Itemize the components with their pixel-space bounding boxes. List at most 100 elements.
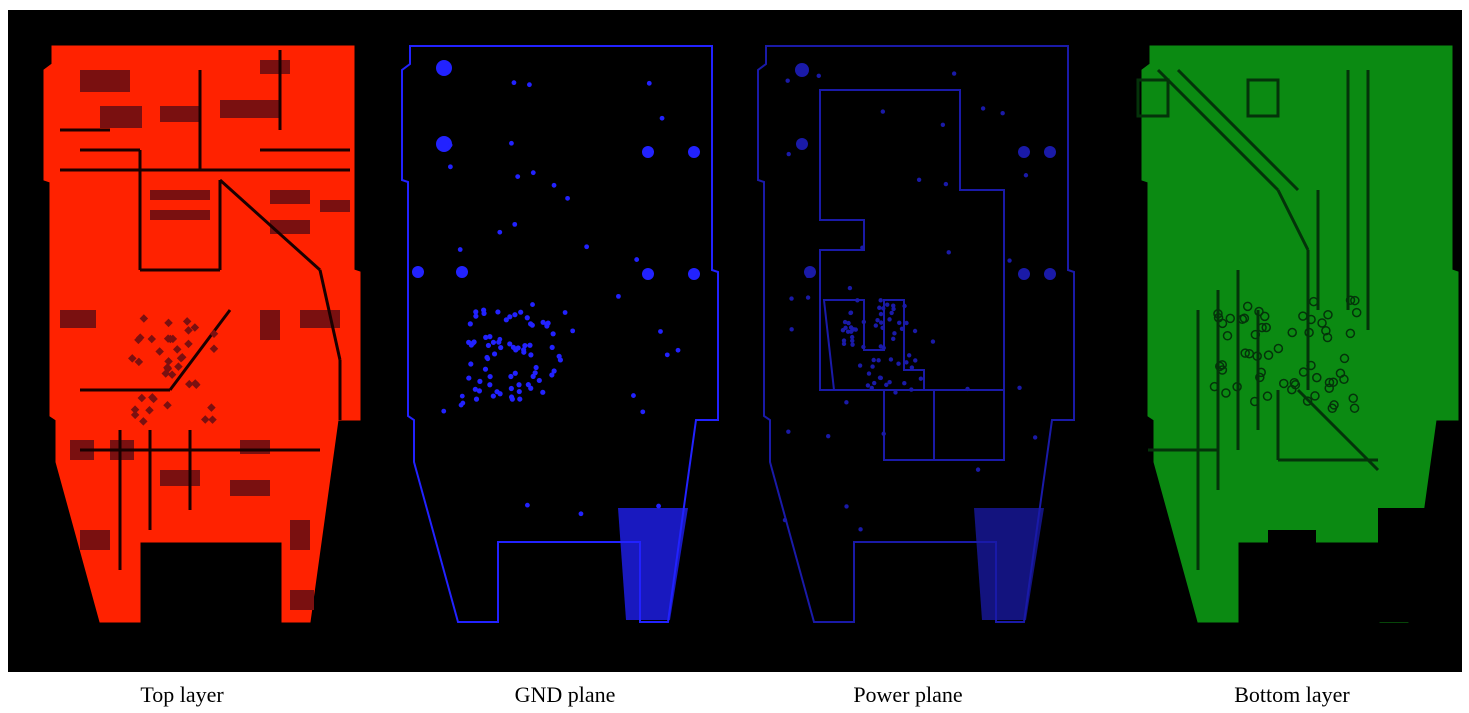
via	[975, 467, 981, 472]
via	[1273, 343, 1284, 354]
top-layer-caption: Top layer	[140, 682, 224, 707]
via	[855, 298, 860, 303]
via	[1306, 360, 1316, 371]
via	[1321, 325, 1331, 336]
via-stitching-field	[618, 508, 688, 620]
via	[951, 71, 957, 76]
large-via	[436, 136, 452, 152]
via	[565, 195, 570, 201]
large-via	[436, 60, 452, 76]
component-pad	[150, 190, 210, 200]
bga-pad	[184, 339, 193, 349]
bga-pad	[128, 354, 137, 363]
via	[1242, 301, 1253, 312]
via	[466, 375, 472, 381]
via	[1324, 377, 1335, 388]
via	[865, 383, 871, 388]
via	[468, 361, 474, 367]
via	[871, 357, 876, 363]
via	[1250, 329, 1261, 340]
via	[656, 503, 661, 509]
via	[512, 312, 518, 318]
via	[527, 82, 532, 88]
component-pad	[220, 100, 280, 118]
bga-pad	[130, 405, 140, 414]
via	[1308, 296, 1319, 307]
via	[551, 182, 557, 188]
via	[884, 382, 889, 388]
component-pad	[80, 530, 110, 550]
via	[826, 433, 831, 439]
via	[447, 164, 453, 170]
via	[477, 378, 483, 384]
bga-pad	[209, 344, 219, 353]
bga-pad	[209, 329, 219, 339]
via	[848, 310, 853, 316]
via	[1304, 327, 1314, 338]
bga-pad	[172, 345, 182, 354]
via	[845, 329, 851, 334]
bga-pad	[161, 369, 170, 378]
via	[1263, 350, 1274, 360]
via	[483, 334, 489, 340]
via	[1339, 374, 1349, 385]
trace-gap	[168, 309, 232, 391]
via	[1345, 295, 1356, 305]
via	[1262, 391, 1273, 401]
bga-pad	[139, 314, 149, 323]
via	[1345, 328, 1356, 339]
plane-island	[822, 299, 925, 391]
component-pad	[100, 106, 142, 128]
via	[847, 285, 853, 291]
component-pad	[160, 106, 200, 122]
via	[889, 310, 894, 316]
via	[551, 368, 557, 374]
component-pad	[60, 310, 96, 328]
via	[495, 309, 501, 315]
component-pad	[260, 60, 290, 74]
via	[532, 370, 538, 376]
via	[897, 320, 902, 325]
via	[850, 327, 856, 332]
component-pad	[290, 520, 310, 550]
via	[1351, 307, 1362, 318]
via	[540, 389, 546, 395]
via	[866, 371, 872, 376]
via	[904, 360, 909, 365]
trace-gap	[218, 178, 322, 272]
bga-pad	[148, 393, 157, 402]
via	[916, 177, 922, 182]
board-outline	[757, 45, 1075, 623]
via	[490, 393, 496, 399]
via	[785, 78, 790, 83]
via	[640, 409, 646, 415]
via	[891, 306, 896, 312]
component-pad	[270, 220, 310, 234]
via	[902, 303, 907, 309]
via	[1213, 308, 1223, 319]
via	[549, 344, 555, 351]
via	[675, 347, 681, 353]
plane-island	[819, 89, 1005, 391]
top-layer-view	[20, 10, 388, 672]
gnd-plane-view	[378, 10, 746, 672]
via	[1348, 393, 1358, 404]
via	[512, 221, 518, 227]
large-via	[1018, 146, 1030, 158]
via	[472, 386, 478, 392]
component-pad	[260, 310, 280, 340]
gnd-plane-caption: GND plane	[514, 682, 616, 707]
large-via	[642, 268, 654, 280]
via	[457, 247, 463, 252]
via	[1322, 332, 1333, 343]
large-via	[795, 63, 809, 77]
component-pad	[290, 590, 314, 610]
via	[1287, 327, 1297, 338]
via	[789, 327, 794, 332]
via	[1261, 322, 1271, 333]
via	[482, 366, 489, 372]
via	[536, 377, 542, 384]
via	[524, 315, 530, 321]
power-plane-caption: Power plane	[853, 682, 963, 707]
via	[861, 344, 866, 350]
